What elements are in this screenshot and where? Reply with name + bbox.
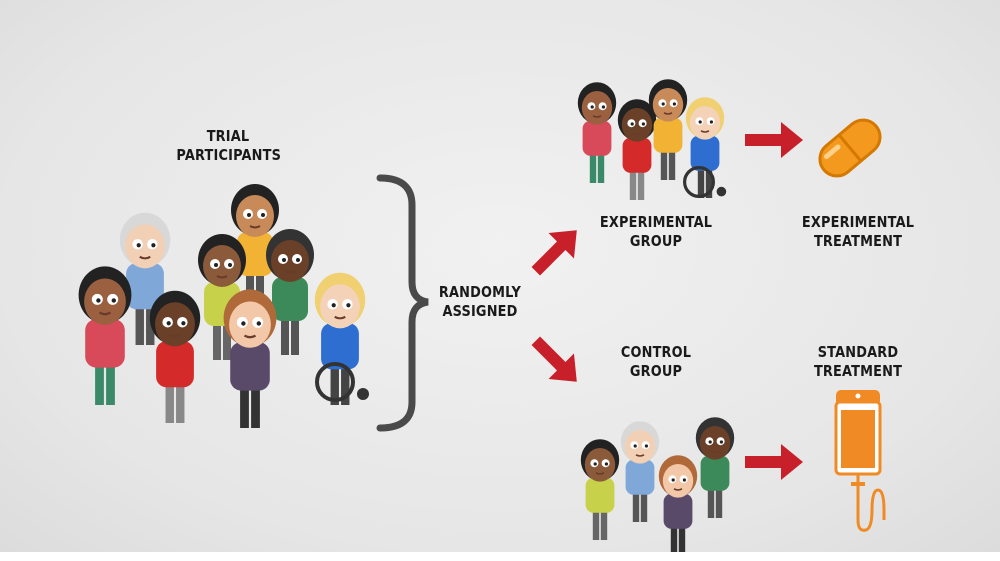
person-figure [648, 79, 688, 180]
arrow-icon [531, 336, 577, 382]
person-figure [580, 439, 620, 540]
person-figure [695, 417, 735, 518]
standard-treatment-label: STANDARD TREATMENT [806, 343, 909, 381]
iv-bag-icon [834, 390, 886, 532]
person-figure [617, 99, 657, 200]
arrow-icon [745, 122, 803, 158]
label-line: TREATMENT [813, 362, 903, 380]
label-line: GROUP [629, 232, 683, 250]
person-figure [685, 97, 725, 198]
person-figure [119, 212, 171, 345]
arrow-icon [745, 444, 803, 480]
arrow-icon [531, 230, 577, 276]
bracket-icon [376, 174, 429, 432]
label-line: EXPERIMENTAL [801, 213, 915, 231]
person-figure [231, 184, 279, 310]
person-figure [314, 272, 366, 405]
label-line: CONTROL [620, 343, 692, 361]
person-figure [149, 290, 201, 423]
randomly-assigned-label: RANDOMLY ASSIGNED [428, 283, 531, 321]
label-line: STANDARD [817, 343, 899, 361]
label-line: TRIAL [206, 127, 250, 145]
person-figure [266, 229, 314, 355]
person-figure [577, 82, 617, 183]
pill-icon [818, 118, 882, 178]
label-line: ASSIGNED [442, 302, 518, 320]
person-figure [658, 455, 698, 552]
trial-participants-label: TRIAL PARTICIPANTS [176, 127, 282, 165]
person-figure [78, 266, 132, 405]
person-figure [620, 421, 660, 522]
label-line: EXPERIMENTAL [599, 213, 713, 231]
wheelchair-icon [315, 362, 369, 402]
experimental-group-label: EXPERIMENTAL GROUP [596, 213, 716, 251]
person-figure [223, 289, 277, 428]
label-line: PARTICIPANTS [176, 146, 282, 164]
label-line: TREATMENT [813, 232, 903, 250]
experimental-treatment-label: EXPERIMENTAL TREATMENT [798, 213, 918, 251]
label-line: RANDOMLY [438, 283, 522, 301]
wheelchair-icon [682, 165, 727, 199]
label-line: GROUP [629, 362, 683, 380]
control-group-label: CONTROL GROUP [604, 343, 707, 381]
